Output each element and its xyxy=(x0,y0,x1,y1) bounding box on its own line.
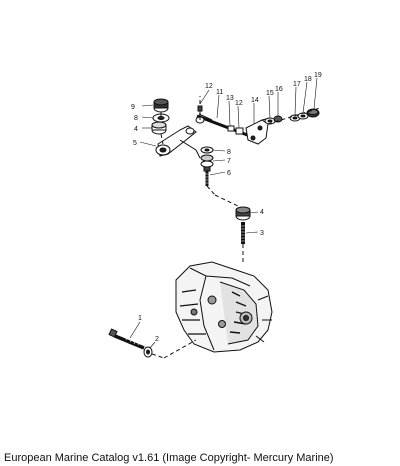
washer-2 xyxy=(143,346,153,358)
callout-4-lower: 4 xyxy=(260,209,264,216)
callout-12-left: 12 xyxy=(205,83,213,90)
transmission-housing xyxy=(175,261,273,353)
callout-13: 13 xyxy=(226,95,234,102)
locknut-10 xyxy=(153,98,169,113)
callout-1: 1 xyxy=(138,315,142,322)
washer-8 xyxy=(200,146,214,154)
copyright-caption: European Marine Catalog v1.61 (Image Cop… xyxy=(4,452,334,464)
leader-lines xyxy=(129,77,318,349)
locknut-19 xyxy=(306,108,320,118)
exploded-parts-diagram: 9 8 4 5 6 7 8 12 11 13 12 14 15 16 17 18… xyxy=(108,72,322,359)
callout-17: 17 xyxy=(293,81,301,88)
callout-18: 18 xyxy=(304,76,312,83)
callout-10: 9 xyxy=(131,104,135,111)
callout-labels: 9 8 4 5 6 7 8 12 11 13 12 14 15 16 17 18… xyxy=(131,72,322,343)
callout-2: 2 xyxy=(155,336,159,343)
rod-end-12-left xyxy=(195,105,205,124)
callout-9: 8 xyxy=(134,115,138,122)
rod-end-12-right xyxy=(235,127,244,135)
callout-7: 7 xyxy=(227,158,231,165)
bushing-4-upper xyxy=(151,121,167,135)
callout-11: 11 xyxy=(216,89,223,96)
callout-19: 19 xyxy=(314,72,322,79)
callout-5: 5 xyxy=(133,140,137,147)
bolt-6 xyxy=(203,166,211,186)
callout-12-right: 12 xyxy=(235,100,243,107)
callout-14: 14 xyxy=(251,97,259,104)
callout-8: 8 xyxy=(227,149,231,156)
callout-4-upper: 4 xyxy=(134,126,138,133)
stud-3 xyxy=(241,222,245,244)
assembly-lines-lower xyxy=(151,339,197,359)
callout-16: 16 xyxy=(275,86,283,93)
bushing-4-lower xyxy=(235,206,251,221)
shift-lever-5 xyxy=(155,125,201,159)
bolt-1 xyxy=(108,328,145,350)
spacer-7 xyxy=(200,154,214,168)
callout-6: 6 xyxy=(227,170,231,177)
nut-13 xyxy=(227,125,235,132)
assembly-lines-upper xyxy=(160,96,321,209)
callout-3: 3 xyxy=(260,230,264,237)
callout-15: 15 xyxy=(266,90,274,97)
washer-18 xyxy=(297,112,309,120)
